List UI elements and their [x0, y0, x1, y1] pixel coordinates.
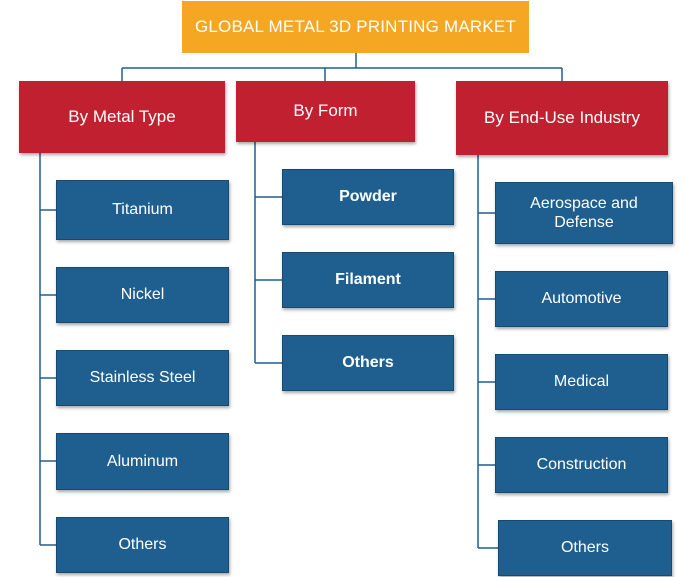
leaf-automotive: Automotive — [495, 271, 668, 327]
leaf-stainless-steel: Stainless Steel — [56, 350, 229, 406]
leaf-titanium: Titanium — [56, 180, 229, 240]
leaf-construction: Construction — [495, 437, 668, 493]
leaf-aerospace-defense: Aerospace and Defense — [495, 182, 673, 244]
leaf-form-others: Others — [282, 335, 454, 391]
leaf-industry-others: Others — [498, 520, 672, 576]
leaf-nickel: Nickel — [56, 267, 229, 323]
category-end-use-industry: By End-Use Industry — [456, 81, 668, 155]
leaf-metal-others: Others — [56, 517, 229, 573]
leaf-aluminum: Aluminum — [56, 433, 229, 490]
category-form: By Form — [236, 81, 415, 142]
category-metal-type: By Metal Type — [19, 81, 225, 153]
leaf-medical: Medical — [495, 354, 668, 410]
leaf-powder: Powder — [282, 169, 454, 225]
leaf-filament: Filament — [282, 252, 454, 308]
diagram-title: GLOBAL METAL 3D PRINTING MARKET — [182, 1, 529, 53]
